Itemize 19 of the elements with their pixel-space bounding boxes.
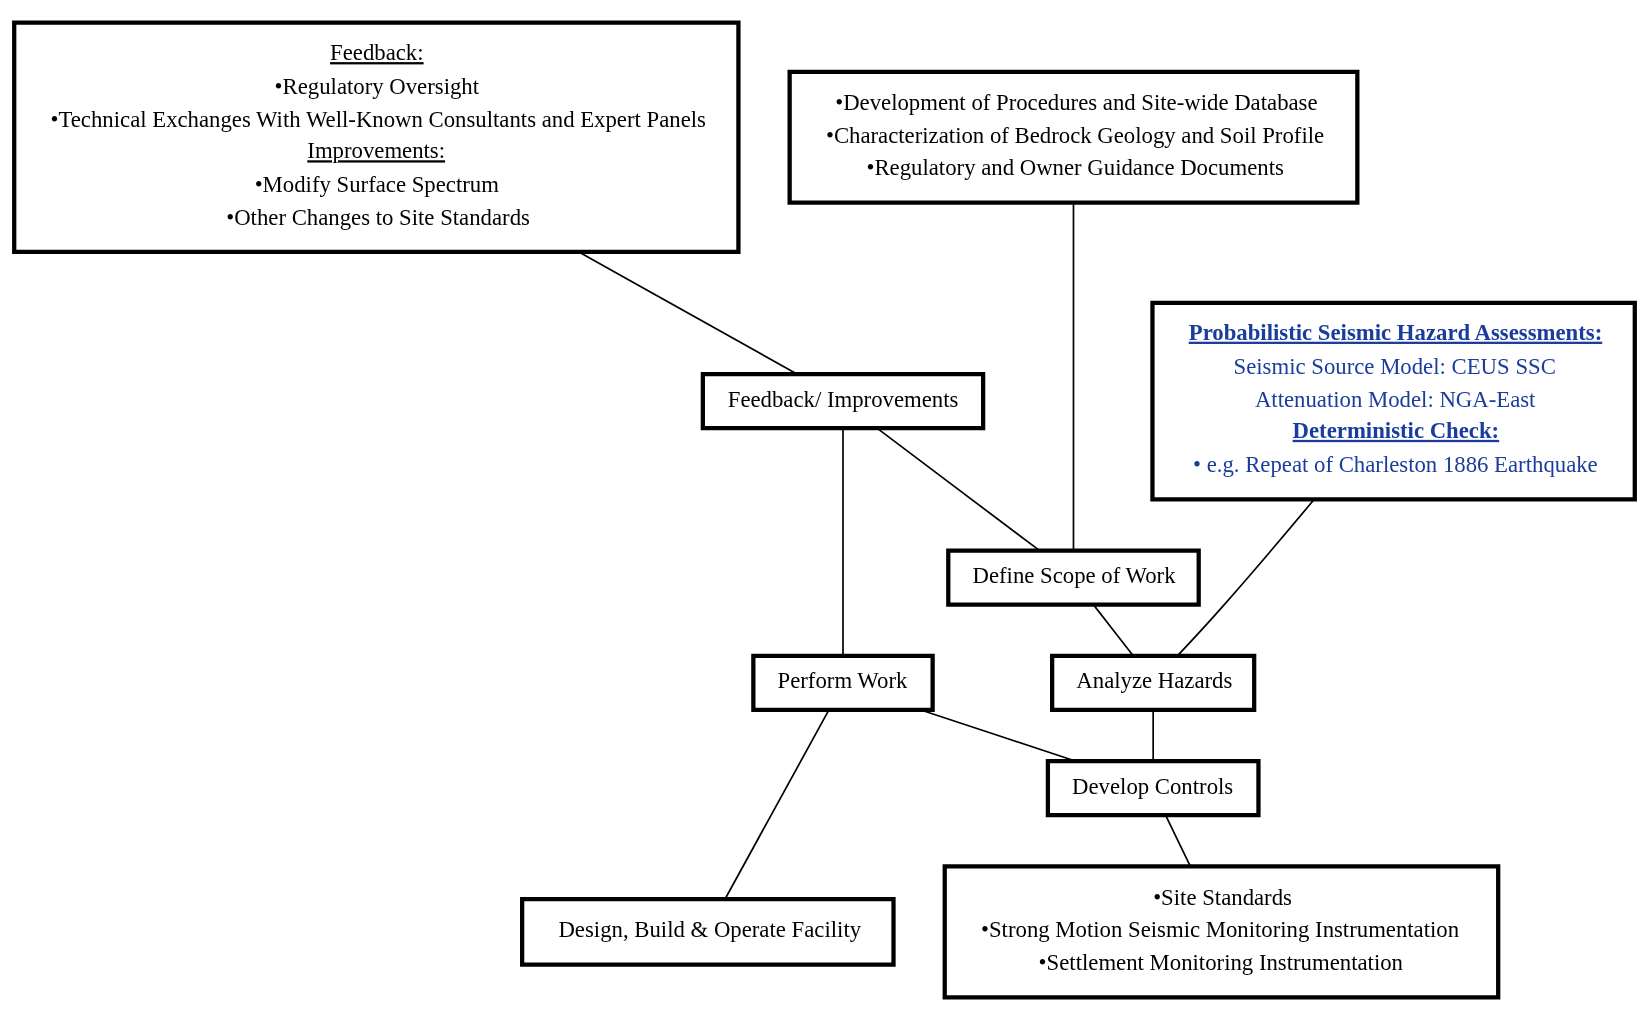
node-box: •Site Standards •Strong Motion Seismic Monitoring Instrumentation •Settlement Monitoring Instrumentation (942, 864, 1501, 1000)
node-box: Design, Build & Operate Facility (520, 897, 896, 967)
connector (578, 251, 798, 375)
node-box: Feedback: •Regulatory Oversight •Technical Exchanges With Well-Known Consultants and Expert Panels Improvements: •Modify Surface Spectrum •Other Changes to Site Standards (12, 20, 741, 254)
node-box: Feedback/ Improvements (700, 372, 986, 431)
node-box: Perform Work (751, 653, 935, 713)
node-box: Define Scope of Work (946, 548, 1201, 607)
connector (1152, 709, 1155, 762)
node-box: Probabilistic Seismic Hazard Assessments: Seismic Source Model: CEUS SSC Attenuation Model: NGA-East Deterministic Check: • e.g. Repeat of Charleston 1886 Earthquake (1150, 300, 1637, 502)
connector (1092, 604, 1134, 657)
node-box: Analyze Hazards (1050, 653, 1257, 713)
connector (1164, 814, 1192, 867)
connector (876, 427, 1041, 552)
node-box: •Development of Procedures and Site-wide Database •Characterization of Bedrock Geology and Soil Profile •Regulatory and Owner Guidance Documents (787, 69, 1360, 205)
connector (1072, 201, 1075, 552)
connector (842, 427, 844, 657)
connector (1177, 498, 1315, 657)
node-box: Develop Controls (1045, 759, 1261, 818)
connector (724, 709, 830, 900)
